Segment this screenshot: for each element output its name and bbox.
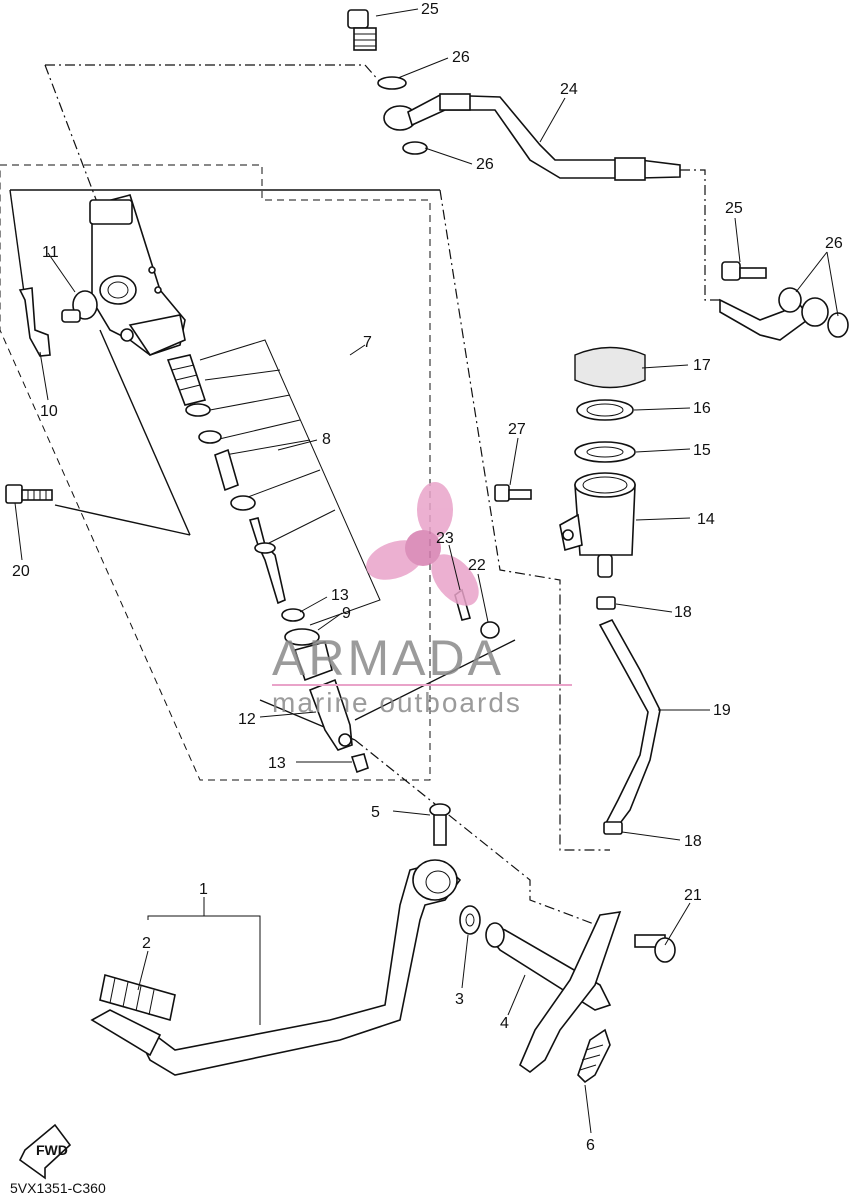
pedal-rubber-2 <box>99 973 176 1022</box>
label-8: 8 <box>322 431 331 448</box>
label-23: 23 <box>436 530 454 547</box>
pin-21 <box>634 934 676 963</box>
fitting-11 <box>61 290 98 323</box>
hose-end-assembly <box>719 261 849 341</box>
label-21: 21 <box>684 887 702 904</box>
label-18-upper: 18 <box>674 604 692 621</box>
brake-shaft-4 <box>485 911 622 1073</box>
label-13-upper: 13 <box>331 587 349 604</box>
reservoir-hose-19 <box>596 596 661 835</box>
label-26-mid: 26 <box>476 156 494 173</box>
label-16: 16 <box>693 400 711 417</box>
label-18-lower: 18 <box>684 833 702 850</box>
label-25-top: 25 <box>421 1 439 18</box>
label-10: 10 <box>40 403 58 420</box>
label-12: 12 <box>238 711 256 728</box>
fwd-arrow: FWD <box>18 1123 72 1180</box>
washer-3 <box>459 905 481 935</box>
label-22: 22 <box>468 557 486 574</box>
bolt-27 <box>494 484 532 502</box>
label-14: 14 <box>697 511 715 528</box>
label-25-right: 25 <box>725 200 743 217</box>
master-cylinder-body <box>89 194 186 356</box>
label-13-lower: 13 <box>268 755 286 772</box>
bolt-20 <box>5 484 53 504</box>
label-7: 7 <box>363 334 372 351</box>
watermark-tagline: marine outboards <box>272 687 522 718</box>
label-1: 1 <box>199 881 208 898</box>
leader-lines <box>14 8 839 1134</box>
brake-hose-24 <box>377 76 681 181</box>
part-number-labels: 25 26 26 24 25 26 17 16 15 14 27 18 19 1… <box>12 1 843 1154</box>
label-6: 6 <box>586 1137 595 1154</box>
armada-watermark: ARMADA marine outboards <box>272 482 572 718</box>
label-17: 17 <box>693 357 711 374</box>
label-26-top: 26 <box>452 49 470 66</box>
piston-kit-bracket <box>199 339 381 626</box>
label-11: 11 <box>42 244 59 261</box>
union-bolt-25-top <box>347 9 377 51</box>
hose-joint-10 <box>18 287 51 357</box>
label-20: 20 <box>12 563 30 580</box>
label-24: 24 <box>560 81 578 98</box>
assembly-boundaries <box>0 64 720 931</box>
brake-pedal-1 <box>90 859 462 1076</box>
label-15: 15 <box>693 442 711 459</box>
bolt-5 <box>429 803 451 846</box>
propeller-logo-icon <box>366 482 479 606</box>
label-5: 5 <box>371 804 380 821</box>
diagram-code: 5VX1351-C360 <box>10 1180 106 1196</box>
label-9: 9 <box>342 605 351 622</box>
piston-parts <box>166 354 369 774</box>
label-4: 4 <box>500 1015 509 1032</box>
spring-6 <box>577 1028 611 1084</box>
watermark-brand: ARMADA <box>272 630 504 686</box>
reservoir <box>559 346 646 578</box>
fwd-arrow-label: FWD <box>36 1142 68 1158</box>
label-19: 19 <box>713 702 731 719</box>
label-3: 3 <box>455 991 464 1008</box>
label-27: 27 <box>508 421 526 438</box>
label-26-right: 26 <box>825 235 843 252</box>
label-2: 2 <box>142 935 151 952</box>
